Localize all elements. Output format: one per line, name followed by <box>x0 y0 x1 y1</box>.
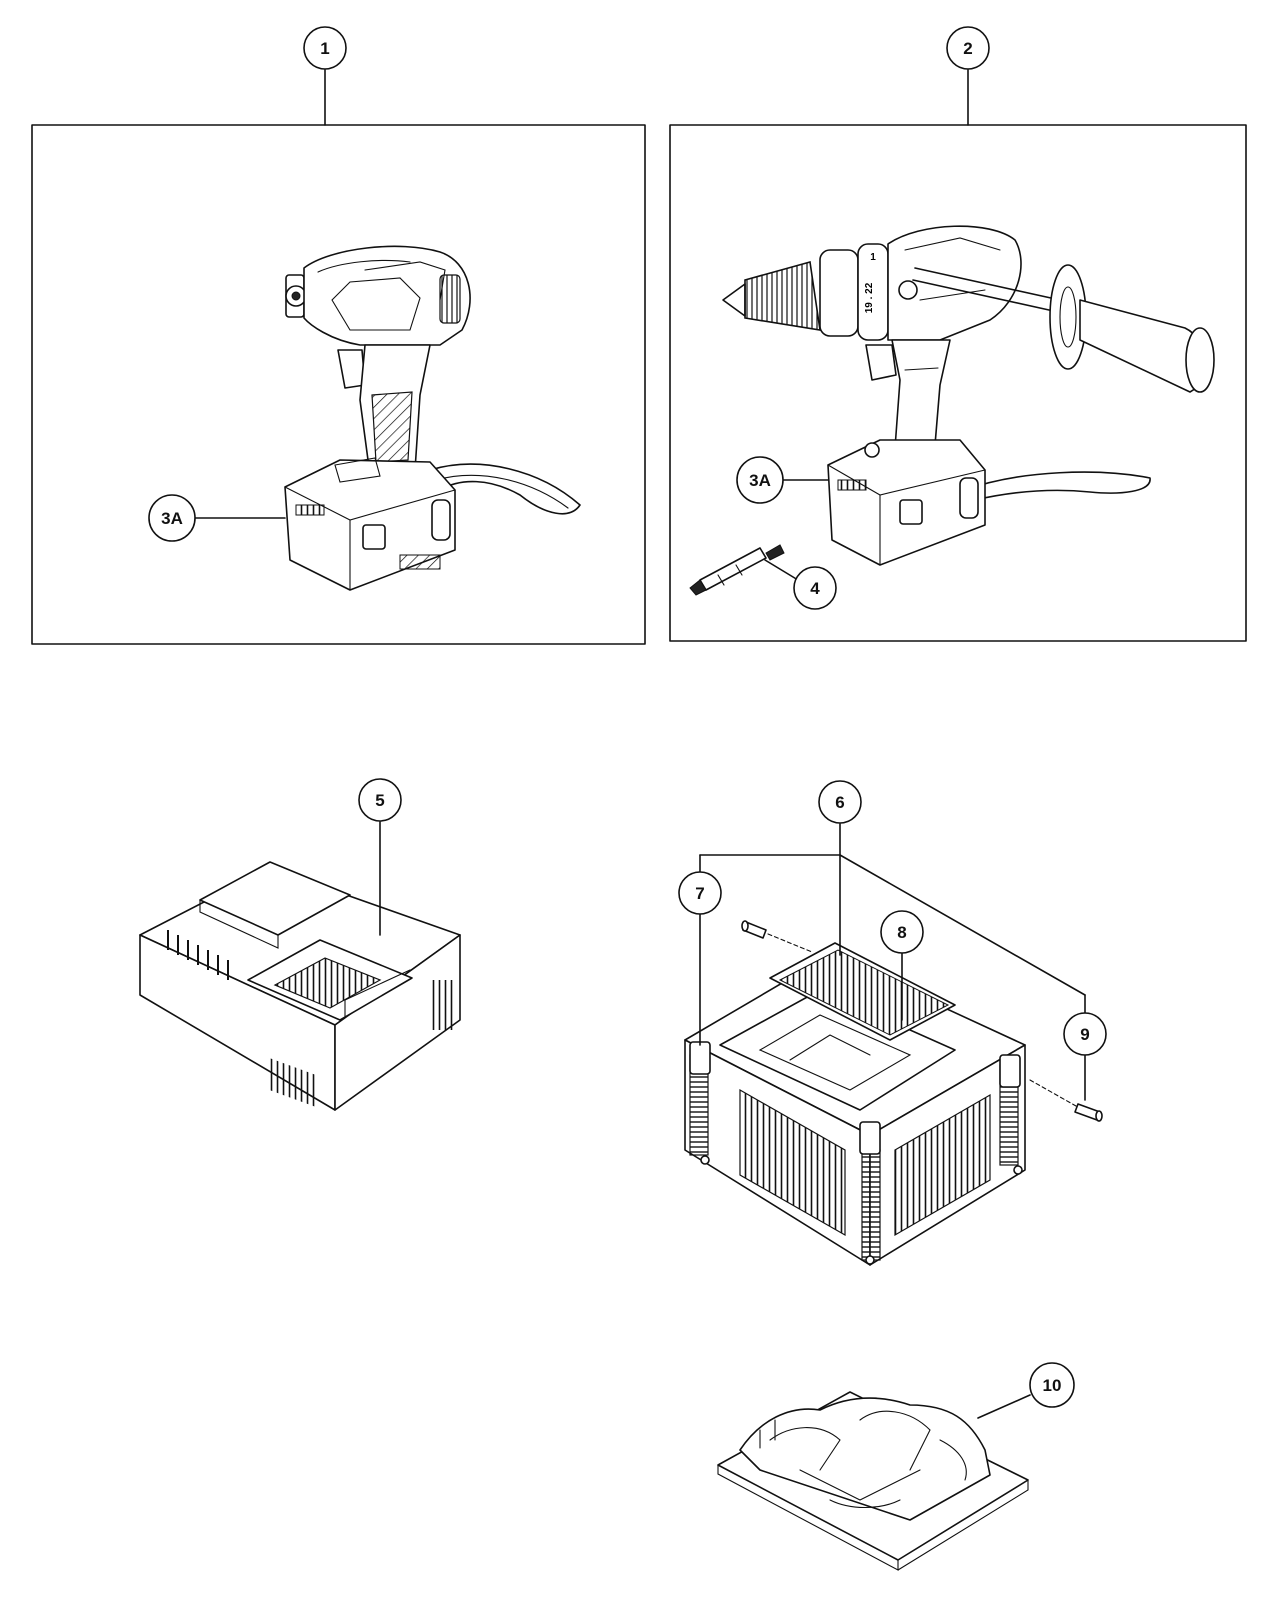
battery-3a-right <box>827 439 986 566</box>
charger-illustration <box>139 861 461 1111</box>
callout-5: 5 <box>358 778 402 822</box>
case-latch-right[interactable] <box>999 1054 1021 1088</box>
callout-9: 9 <box>1063 1012 1107 1056</box>
drill-clutch-marks: 19 . 22 <box>864 282 875 313</box>
callout-4-label: 4 <box>810 579 820 598</box>
callout-9-label: 9 <box>1080 1025 1089 1044</box>
case-insert-illustration <box>717 1391 1029 1571</box>
callout-7-label: 7 <box>695 884 704 903</box>
screwdriver-bit <box>689 544 785 596</box>
callout-6-label: 6 <box>835 793 844 812</box>
callout-10-label: 10 <box>1043 1376 1062 1395</box>
hammer-drill-illustration: 1 19 . 22 <box>722 225 1215 501</box>
callout-10: 10 <box>1029 1362 1075 1408</box>
callout-2-label: 2 <box>963 39 972 58</box>
drill-clutch-collar <box>819 249 859 337</box>
callout-1-label: 1 <box>320 39 329 58</box>
case-latch-front[interactable] <box>859 1121 881 1155</box>
panel-1-frame <box>31 124 646 645</box>
drill-speed-mark: 1 <box>870 252 876 263</box>
callout-2: 2 <box>946 26 990 70</box>
callout-3a-left-label: 3A <box>161 509 183 528</box>
impact-driver-grip-texture <box>371 391 413 463</box>
carry-case-illustration <box>684 942 1026 1266</box>
battery-3a-left <box>284 457 456 591</box>
callout-1: 1 <box>303 26 347 70</box>
impact-driver-illustration <box>285 245 581 515</box>
callout-4: 4 <box>793 566 837 610</box>
case-latch-left[interactable] <box>689 1041 711 1075</box>
drill-chuck <box>744 260 821 331</box>
callout-3a-right: 3A <box>736 456 784 504</box>
drill-side-handle-grip <box>1079 299 1206 393</box>
panel-2-frame <box>669 124 1247 642</box>
callout-3a-left: 3A <box>148 494 196 542</box>
case-front-panel-left <box>739 1088 846 1237</box>
callout-3a-right-label: 3A <box>749 471 771 490</box>
hinge-pin-right <box>1074 1103 1103 1122</box>
case-front-panel-right <box>894 1093 991 1237</box>
callout-6: 6 <box>818 780 862 824</box>
callout-8: 8 <box>880 910 924 954</box>
callout-5-label: 5 <box>375 791 384 810</box>
callout-8-label: 8 <box>897 923 906 942</box>
hinge-pin-left <box>741 920 767 939</box>
callout-7: 7 <box>678 871 722 915</box>
